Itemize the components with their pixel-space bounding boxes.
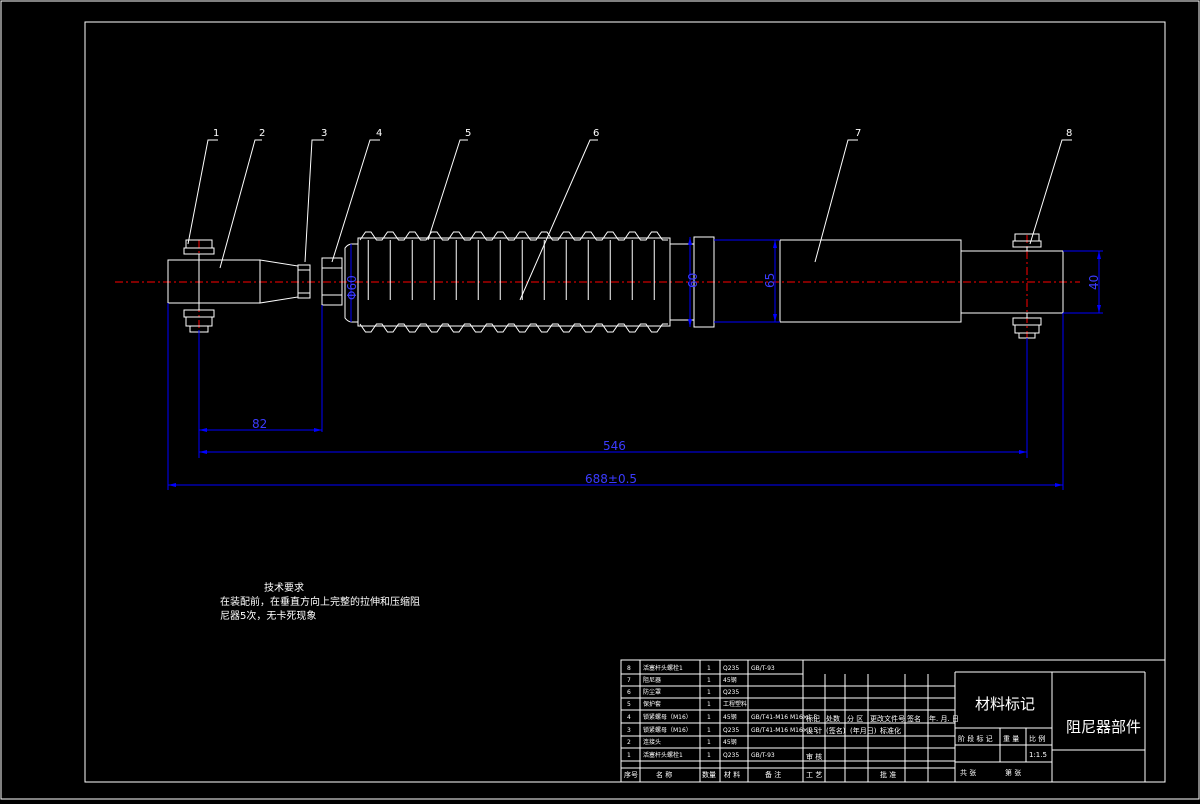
- bom-cell-no: 1: [627, 752, 631, 759]
- bom-cell-name: 活塞杆头螺栓1: [643, 751, 683, 759]
- bom-cell-no: 4: [627, 714, 631, 721]
- balloon-leaders: [187, 139, 1072, 301]
- bom-cell-qty: 1: [707, 665, 711, 672]
- bom-cell-name: 阻尼器: [643, 676, 661, 684]
- bom-cell-material: Q235: [723, 689, 739, 696]
- tech-req-line1: 在装配前，在垂直方向上完整的拉伸和压缩阻: [220, 595, 420, 608]
- tb-stage-marks: 阶 段 标 记: [958, 734, 993, 743]
- tb-process: 工 艺: [806, 771, 822, 779]
- tb-count: 处数: [826, 714, 840, 723]
- tech-req-title: 技术要求: [264, 581, 304, 594]
- bom-cell-name: 连接头: [643, 738, 661, 746]
- tb-zone: 分 区: [847, 714, 863, 723]
- bom-cell-material: 45钢: [723, 713, 737, 721]
- tb-sheet-total: 共 张: [960, 768, 976, 777]
- balloon-5: 5: [465, 128, 471, 139]
- tb-change-doc: 更改文件号: [870, 714, 905, 723]
- bom-cell-no: 8: [627, 665, 631, 672]
- bom-cell-no: 7: [627, 677, 631, 684]
- bom-cell-qty: 1: [707, 689, 711, 696]
- bom-cell-name: 活塞杆头螺栓1: [643, 664, 683, 672]
- bom-cell-name: 锁紧螺母（M16）: [643, 726, 692, 734]
- bom-cell-name: 锁紧螺母（M16）: [643, 713, 692, 721]
- tb-ratio: 比 例: [1029, 734, 1045, 743]
- balloon-1: 1: [213, 128, 219, 139]
- bom-cell-no: 6: [627, 689, 631, 696]
- bom-cell-no: 3: [627, 727, 631, 734]
- balloon-2: 2: [259, 128, 265, 139]
- bom-cell-material: 工程塑料: [723, 700, 747, 708]
- tb-sign-date: (年月日): [850, 726, 877, 735]
- dim-688: 688±0.5: [585, 472, 637, 486]
- bom-header-qty: 数量: [702, 770, 716, 779]
- title-block: [620, 659, 1166, 783]
- bom-cell-std: GB/T41-M16 M16×1.5: [751, 727, 818, 734]
- bellows-dust-cover: [344, 231, 695, 333]
- balloon-3: 3: [321, 128, 327, 139]
- bom-cell-name: 防尘罩: [643, 688, 661, 696]
- dim-dia-60-left: Φ60: [345, 275, 359, 300]
- tb-signature: 签名: [907, 714, 921, 723]
- left-rod-end: [167, 239, 311, 333]
- bom-header-name: 名 称: [656, 770, 672, 779]
- tb-sign-name: (签名): [826, 726, 846, 735]
- dim-dia-65: 65: [763, 273, 777, 288]
- bom-cell-material: Q235: [723, 665, 739, 672]
- tb-weight: 重 量: [1003, 735, 1019, 743]
- bom-cell-material: 45钢: [723, 738, 737, 746]
- bom-cell-no: 5: [627, 701, 631, 708]
- bom-header-no: 序号: [624, 770, 638, 779]
- bom-cell-std: GB/T-93: [751, 665, 775, 672]
- tb-mark: 标记: [806, 714, 820, 723]
- bom-header-remark: 备 注: [765, 770, 781, 779]
- bom-cell-name: 保护套: [643, 700, 661, 708]
- balloon-7: 7: [855, 128, 861, 139]
- tb-date: 年. 月. 日: [929, 714, 959, 723]
- bom-cell-qty: 1: [707, 739, 711, 746]
- tb-sheet-no: 第 张: [1005, 768, 1021, 777]
- tb-design: 设 计: [806, 726, 822, 735]
- balloon-4: 4: [376, 128, 382, 139]
- tb-scale-value: 1:1.5: [1029, 751, 1047, 759]
- inner-border: [84, 21, 1166, 783]
- bom-cell-material: 45钢: [723, 676, 737, 684]
- tb-approve: 批 准: [880, 770, 896, 779]
- dim-82: 82: [252, 417, 267, 431]
- bom-header-row: 序号 名 称 数量 材 料 备 注: [624, 770, 781, 779]
- bom-cell-qty: 1: [707, 727, 711, 734]
- bom-cell-qty: 1: [707, 677, 711, 684]
- dim-dia-60: 60: [686, 273, 700, 288]
- tech-req-line2: 尼器5次，无卡死现象: [220, 609, 316, 622]
- bom-cell-std: GB/T-93: [751, 752, 775, 759]
- balloon-6: 6: [593, 128, 599, 139]
- tb-standardize: 标准化: [880, 726, 901, 735]
- part-name: 阻尼器部件: [1066, 718, 1141, 736]
- bom-cell-qty: 1: [707, 714, 711, 721]
- dim-546: 546: [603, 439, 626, 453]
- bom-cell-qty: 1: [707, 701, 711, 708]
- material-mark: 材料标记: [975, 695, 1035, 713]
- bom-cell-material: Q235: [723, 727, 739, 734]
- bom-cell-qty: 1: [707, 752, 711, 759]
- bom-cell-no: 2: [627, 739, 631, 746]
- balloon-8: 8: [1066, 128, 1072, 139]
- dim-dia-40: 40: [1087, 275, 1101, 290]
- tb-review: 审 核: [806, 752, 822, 761]
- bom-header-material: 材 料: [724, 770, 740, 779]
- bom-cell-material: Q235: [723, 752, 739, 759]
- dimension-lines: [167, 237, 1103, 490]
- lock-nut: [321, 257, 343, 306]
- bom-cell-std: GB/T41-M16 M16×1.5: [751, 714, 818, 721]
